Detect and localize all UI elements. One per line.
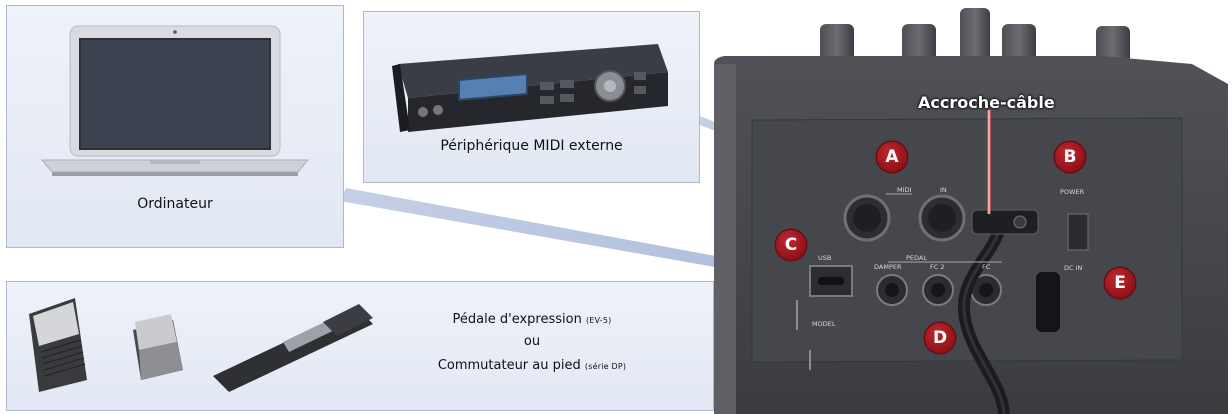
device-label-fc2: FC 2: [930, 263, 945, 271]
laptop-icon: [40, 25, 310, 176]
pedal-panel: Pédale d'expression (EV-5) ou Commutateu…: [6, 281, 714, 411]
device-label-midi: MIDI: [897, 186, 912, 194]
pedal-caption-line1: Pédale d'expression (EV-5): [367, 312, 697, 327]
footswitch-caption-series: (série DP): [584, 362, 627, 371]
computer-panel: Ordinateur: [6, 5, 344, 248]
badge-a: A: [877, 142, 907, 172]
device-label-power: POWER: [1060, 188, 1085, 196]
badge-d: D: [925, 323, 955, 353]
footswitch-icon: [133, 314, 183, 380]
pedal-caption-model: (EV-5): [585, 316, 612, 325]
device-label-usb: USB: [818, 254, 832, 262]
badge-e: E: [1105, 268, 1135, 298]
device-label-dcin: DC IN: [1064, 264, 1083, 272]
midi-device-panel: Périphérique MIDI externe: [363, 11, 700, 183]
badge-b: B: [1055, 142, 1085, 172]
device-label-in: IN: [940, 186, 947, 194]
midi-module-icon: [392, 44, 668, 132]
midi-device-caption: Périphérique MIDI externe: [440, 138, 623, 154]
device-label-pedal: PEDAL: [906, 254, 927, 262]
computer-caption: Ordinateur: [137, 196, 213, 212]
damper-pedal-icon: [213, 304, 373, 392]
device-label-fc: FC: [982, 263, 991, 271]
device-label-damper: DAMPER: [874, 263, 902, 271]
cable-hook-label: Accroche-câble: [918, 93, 1055, 112]
expression-pedal-icon: [29, 298, 87, 392]
device-label-model: MODEL: [812, 320, 836, 328]
pedal-caption-main: Pédale d'expression: [452, 312, 582, 327]
connector-computer-usb: [340, 188, 770, 276]
badge-c: C: [776, 230, 806, 260]
pedal-caption-or: ou: [523, 334, 541, 349]
instrument-rear-panel: [714, 8, 1228, 414]
pedal-caption-line3: Commutateur au pied (série DP): [367, 358, 697, 373]
footswitch-caption-main: Commutateur au pied: [437, 358, 581, 373]
